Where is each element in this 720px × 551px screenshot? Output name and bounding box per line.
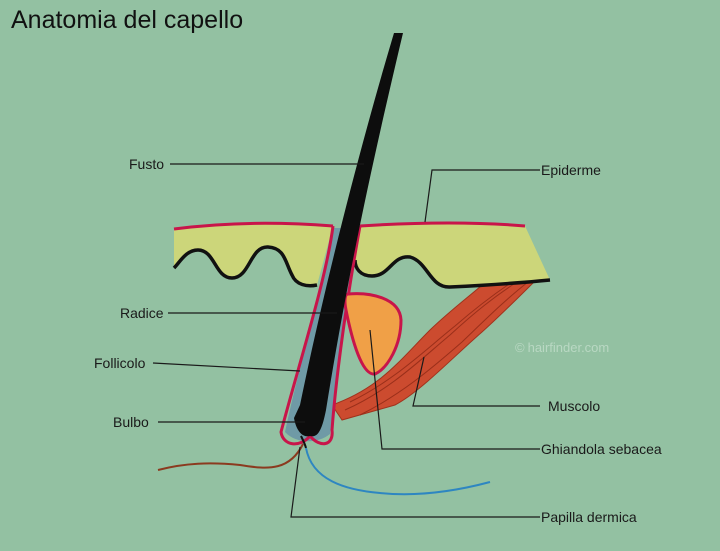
blood-vessel-line	[305, 447, 491, 496]
watermark-text: hairfinder.com	[527, 340, 610, 355]
hair-shaft-shape	[294, 33, 403, 437]
leader-lines	[152, 163, 540, 518]
label-papilla-dermica: Papilla dermica	[541, 509, 637, 525]
label-ghiandola-sebacea: Ghiandola sebacea	[541, 441, 662, 457]
follicolo-leader	[152, 362, 301, 372]
dermal-papilla-shape	[300, 435, 307, 449]
nerve-line	[157, 443, 304, 471]
epidermis-shape	[172, 221, 551, 289]
label-bulbo: Bulbo	[113, 414, 149, 430]
diagram-title: Anatomia del capello	[11, 6, 244, 34]
muscolo-leader	[412, 356, 540, 407]
label-radice: Radice	[120, 305, 164, 321]
muscle-shape	[331, 275, 542, 421]
label-epiderme: Epiderme	[541, 162, 601, 178]
label-muscolo: Muscolo	[548, 398, 601, 414]
label-fusto: Fusto	[129, 156, 165, 172]
ghiandola-leader	[369, 329, 540, 450]
copyright-icon: ©	[515, 340, 525, 355]
watermark: ©hairfinder.com	[515, 340, 609, 355]
label-follicolo: Follicolo	[94, 355, 146, 371]
papilla-leader	[290, 446, 540, 518]
epiderme-leader	[424, 169, 540, 223]
